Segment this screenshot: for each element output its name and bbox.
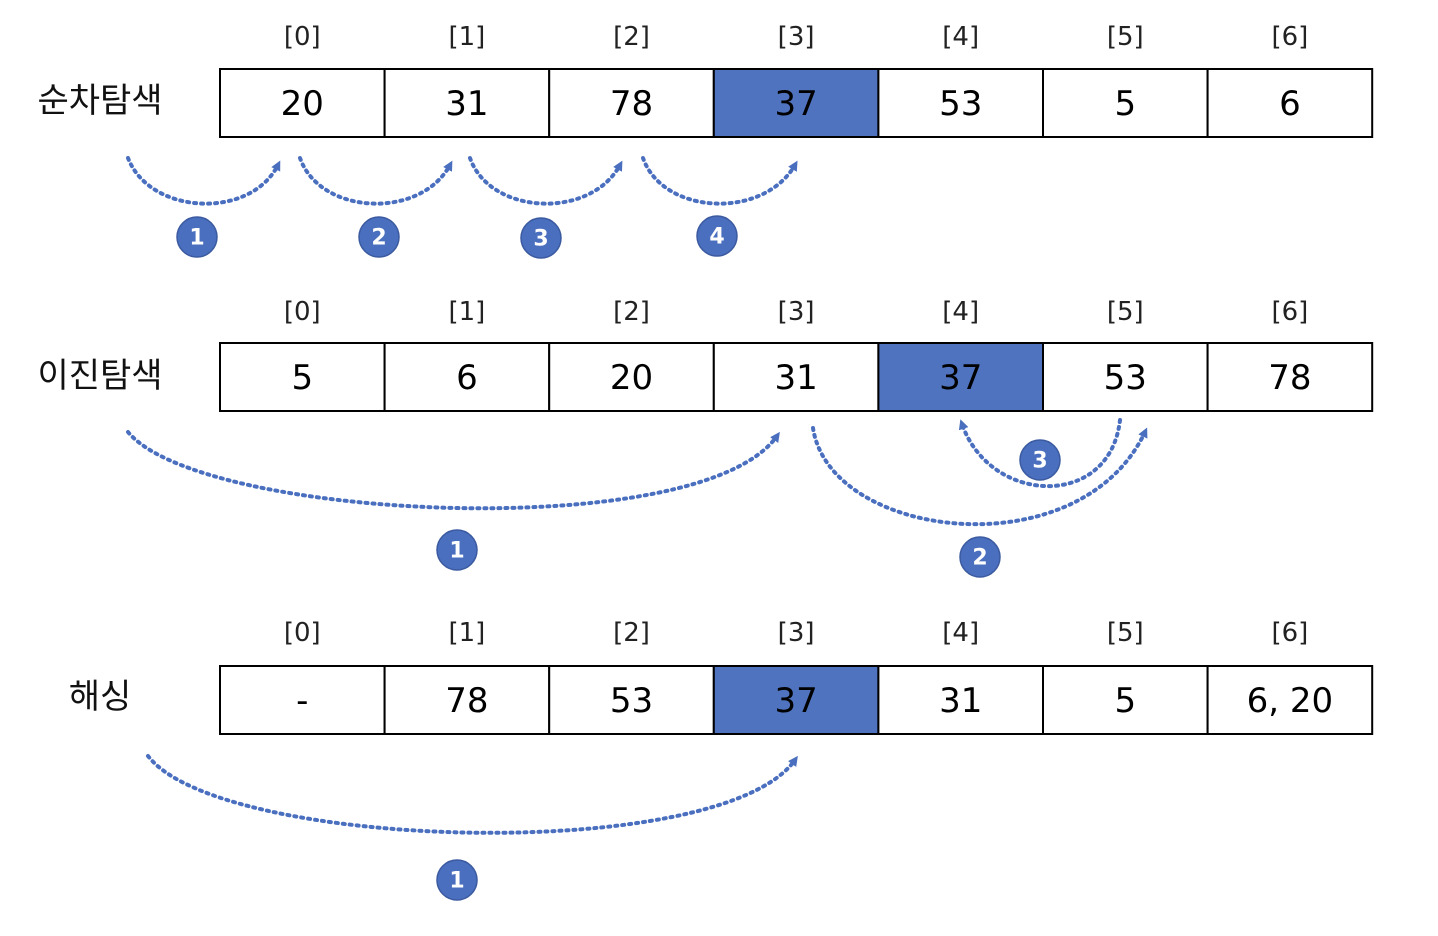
index-label: [0] bbox=[284, 297, 321, 327]
array-cell bbox=[1042, 665, 1209, 735]
cell-value: 78 bbox=[610, 84, 653, 124]
search-row: 순차탐색 [0] [1] [2] [3] [4] [5] [6] 20 31 78 37 53 5 6 bbox=[37, 22, 1374, 138]
index-label: [6] bbox=[1271, 297, 1308, 327]
step-badge-circle bbox=[436, 529, 478, 571]
step-number: 1 bbox=[189, 226, 204, 251]
index-label: [0] bbox=[284, 22, 321, 52]
index-label: [5] bbox=[1107, 618, 1144, 648]
array-cell bbox=[219, 68, 386, 138]
array-cell bbox=[877, 665, 1045, 735]
step-badge-circle bbox=[959, 536, 1001, 578]
cell-value: 78 bbox=[445, 681, 488, 721]
cell-value: 53 bbox=[610, 681, 653, 721]
step-badge: 1 bbox=[436, 529, 478, 571]
index-label: [1] bbox=[448, 22, 485, 52]
array-cell bbox=[1206, 342, 1374, 412]
step-arrow bbox=[468, 156, 623, 206]
step-badge-circle bbox=[696, 215, 738, 257]
cell-value: 6, 20 bbox=[1247, 681, 1334, 721]
step-badge: 4 bbox=[696, 215, 738, 257]
row-label: 해싱 bbox=[69, 677, 132, 717]
cell-value: 31 bbox=[774, 358, 817, 398]
index-label: [3] bbox=[778, 618, 815, 648]
step-badge-circle bbox=[176, 216, 218, 258]
cell-value: 5 bbox=[1114, 84, 1136, 124]
row-label: 이진탐색 bbox=[37, 356, 162, 396]
index-label: [2] bbox=[613, 618, 650, 648]
step-number: 3 bbox=[533, 227, 548, 252]
array-cell bbox=[383, 68, 551, 138]
index-label: [1] bbox=[448, 618, 485, 648]
search-row: 해싱 [0] [1] [2] [3] [4] [5] [6] - 78 53 37 31 5 6, 20 bbox=[69, 618, 1374, 735]
array-cell bbox=[383, 342, 551, 412]
index-label: [3] bbox=[778, 297, 815, 327]
step-arrow bbox=[958, 418, 1122, 489]
index-label: [5] bbox=[1107, 22, 1144, 52]
array-cell bbox=[548, 342, 715, 412]
index-label: [6] bbox=[1271, 618, 1308, 648]
array-cell bbox=[383, 665, 551, 735]
index-label: [5] bbox=[1107, 297, 1144, 327]
array-cell bbox=[877, 68, 1045, 138]
step-badge: 1 bbox=[436, 859, 478, 901]
array-cell bbox=[1042, 68, 1209, 138]
cell-value: 37 bbox=[774, 681, 817, 721]
step-arrow bbox=[146, 754, 798, 835]
step-number: 2 bbox=[972, 546, 987, 571]
index-label: [6] bbox=[1271, 22, 1308, 52]
cell-value: - bbox=[296, 681, 308, 721]
cell-value: 78 bbox=[1268, 358, 1311, 398]
index-label: [4] bbox=[942, 618, 979, 648]
cell-value: 37 bbox=[939, 358, 982, 398]
step-badge-circle bbox=[520, 217, 562, 259]
step-number: 4 bbox=[709, 225, 724, 250]
step-badge-circle bbox=[436, 859, 478, 901]
step-number: 2 bbox=[371, 226, 386, 251]
step-number: 3 bbox=[1032, 449, 1047, 474]
step-badge: 1 bbox=[176, 216, 218, 258]
cell-value: 6 bbox=[1279, 84, 1301, 124]
cell-value: 20 bbox=[281, 84, 324, 124]
row-label: 순차탐색 bbox=[37, 81, 162, 121]
step-badge: 3 bbox=[520, 217, 562, 259]
step-badge: 2 bbox=[358, 216, 400, 258]
step-badge: 3 bbox=[1019, 439, 1061, 481]
step-arrow bbox=[298, 156, 453, 206]
step-arrow bbox=[126, 430, 780, 511]
cell-value: 20 bbox=[610, 358, 653, 398]
array-cell-target bbox=[877, 342, 1045, 412]
array-cell bbox=[1206, 68, 1374, 138]
cell-value: 6 bbox=[456, 358, 478, 398]
step-number: 1 bbox=[449, 539, 464, 564]
array-cell bbox=[548, 68, 715, 138]
index-label: [2] bbox=[613, 22, 650, 52]
array-cell bbox=[219, 342, 386, 412]
index-label: [4] bbox=[942, 22, 979, 52]
step-badge: 2 bbox=[959, 536, 1001, 578]
array-cell bbox=[548, 665, 715, 735]
cell-value: 31 bbox=[445, 84, 488, 124]
cell-value: 5 bbox=[1114, 681, 1136, 721]
step-badge-circle bbox=[358, 216, 400, 258]
cell-value: 5 bbox=[291, 358, 313, 398]
index-label: [0] bbox=[284, 618, 321, 648]
cell-value: 53 bbox=[1104, 358, 1147, 398]
array-cell bbox=[1206, 665, 1374, 735]
index-label: [3] bbox=[778, 22, 815, 52]
index-label: [4] bbox=[942, 297, 979, 327]
step-arrow bbox=[811, 426, 1148, 527]
step-badge-circle bbox=[1019, 439, 1061, 481]
step-arrow bbox=[641, 156, 798, 206]
cell-value: 31 bbox=[939, 681, 982, 721]
index-label: [1] bbox=[448, 297, 485, 327]
array-cell bbox=[1042, 342, 1209, 412]
step-arrow bbox=[126, 156, 281, 206]
search-row: 이진탐색 [0] [1] [2] [3] [4] [5] [6] 5 6 20 31 37 53 78 bbox=[37, 297, 1374, 412]
cell-value: 37 bbox=[774, 84, 817, 124]
index-label: [2] bbox=[613, 297, 650, 327]
array-cell-target bbox=[712, 665, 880, 735]
cell-value: 53 bbox=[939, 84, 982, 124]
step-number: 1 bbox=[449, 869, 464, 894]
